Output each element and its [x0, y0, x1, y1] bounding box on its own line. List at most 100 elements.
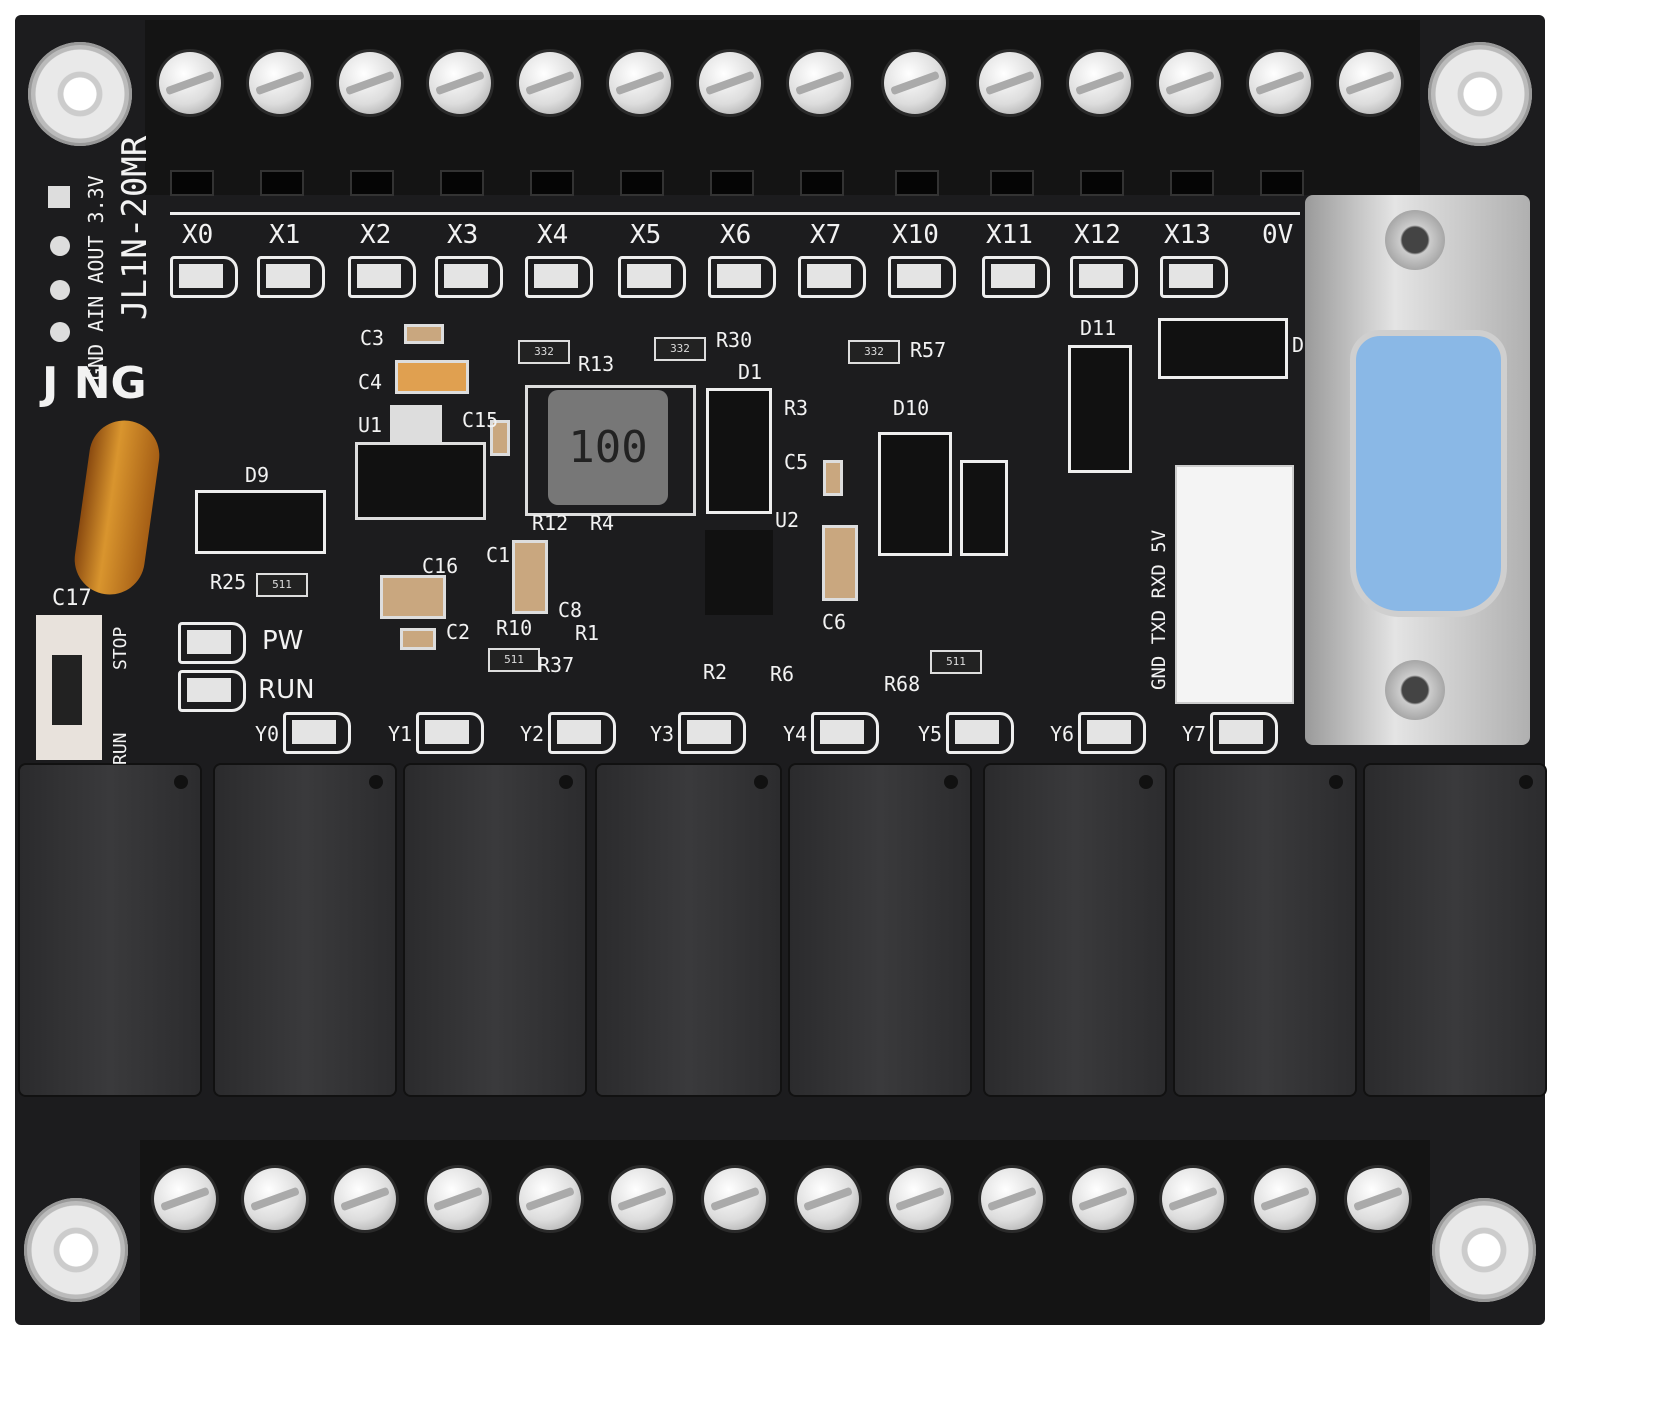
- terminal-slot: [800, 170, 844, 196]
- terminal-slot: [260, 170, 304, 196]
- switch-knob[interactable]: [52, 655, 82, 725]
- input-terminal-block: [145, 20, 1420, 195]
- relay: [790, 765, 970, 1095]
- terminal-screw[interactable]: [154, 1168, 216, 1230]
- db9-screw-bottom: [1385, 660, 1445, 720]
- terminal-screw[interactable]: [249, 52, 311, 114]
- mounting-hole-bottom-left: [24, 1198, 128, 1302]
- terminal-slot: [710, 170, 754, 196]
- input-led: [257, 256, 325, 298]
- terminal-screw[interactable]: [979, 52, 1041, 114]
- relay: [597, 765, 780, 1095]
- terminal-screw[interactable]: [1249, 52, 1311, 114]
- component-label: C2: [446, 620, 471, 644]
- terminal-screw[interactable]: [789, 52, 851, 114]
- terminal-screw[interactable]: [339, 52, 401, 114]
- input-label: X6: [720, 220, 752, 250]
- component-label: C6: [822, 610, 847, 634]
- tantalum-capacitor-c4: [395, 360, 469, 394]
- voltage-regulator: [355, 442, 486, 520]
- input-label: X2: [360, 220, 392, 250]
- component-label: D11: [1080, 316, 1117, 340]
- terminal-slot: [990, 170, 1034, 196]
- terminal-screw[interactable]: [519, 52, 581, 114]
- terminal-screw[interactable]: [797, 1168, 859, 1230]
- inductor-footprint: 100: [525, 385, 696, 516]
- input-label: X1: [269, 220, 301, 250]
- resistor-array-r30: 332: [654, 337, 706, 361]
- terminal-screw[interactable]: [244, 1168, 306, 1230]
- pad-round: [50, 322, 70, 342]
- output-label: Y2: [520, 722, 545, 746]
- terminal-screw[interactable]: [884, 52, 946, 114]
- terminal-screw[interactable]: [1159, 52, 1221, 114]
- input-led: [1070, 256, 1138, 298]
- terminal-slot: [1080, 170, 1124, 196]
- relay: [1175, 765, 1355, 1095]
- switch-run-label: RUN: [110, 732, 131, 765]
- diode-d1: [706, 388, 772, 514]
- component-label: R57: [910, 338, 947, 362]
- output-label: Y0: [255, 722, 280, 746]
- terminal-slot: [895, 170, 939, 196]
- terminal-screw[interactable]: [609, 52, 671, 114]
- capacitor-c6: [822, 525, 858, 601]
- component-label: R37: [538, 653, 575, 677]
- mounting-hole-bottom-right: [1432, 1198, 1536, 1302]
- input-label: X11: [986, 220, 1033, 250]
- input-label: X7: [810, 220, 842, 250]
- terminal-screw[interactable]: [429, 52, 491, 114]
- component-label: R30: [716, 328, 753, 352]
- db9-connector[interactable]: [1305, 195, 1530, 745]
- relay: [405, 765, 585, 1095]
- component-label: C4: [358, 370, 383, 394]
- input-led: [170, 256, 238, 298]
- terminal-screw[interactable]: [334, 1168, 396, 1230]
- input-led: [525, 256, 593, 298]
- run-led-label: RUN: [258, 675, 315, 705]
- input-led: [708, 256, 776, 298]
- input-label: X13: [1164, 220, 1211, 250]
- output-label: Y3: [650, 722, 675, 746]
- diode-d10: [878, 432, 952, 556]
- regulator-tab: [390, 405, 442, 443]
- terminal-screw[interactable]: [427, 1168, 489, 1230]
- input-led: [348, 256, 416, 298]
- terminal-screw[interactable]: [611, 1168, 673, 1230]
- output-led: [946, 712, 1014, 754]
- input-label: X4: [537, 220, 569, 250]
- terminal-screw[interactable]: [1347, 1168, 1409, 1230]
- component-label: D10: [893, 396, 930, 420]
- power-led: [178, 622, 246, 664]
- terminal-slot: [620, 170, 664, 196]
- terminal-screw[interactable]: [1069, 52, 1131, 114]
- run-stop-switch[interactable]: [36, 615, 102, 760]
- serial-header-connector[interactable]: [1175, 465, 1294, 704]
- mounting-hole-top-left: [28, 42, 132, 146]
- terminal-screw[interactable]: [699, 52, 761, 114]
- terminal-screw[interactable]: [519, 1168, 581, 1230]
- terminal-screw[interactable]: [1254, 1168, 1316, 1230]
- output-label: Y6: [1050, 722, 1075, 746]
- pad-round: [50, 280, 70, 300]
- terminal-screw[interactable]: [1162, 1168, 1224, 1230]
- capacitor-c15: [490, 420, 510, 456]
- terminal-screw[interactable]: [1072, 1168, 1134, 1230]
- component-label: C5: [784, 450, 809, 474]
- capacitor-c16: [380, 575, 446, 619]
- terminal-screw[interactable]: [889, 1168, 951, 1230]
- terminal-screw[interactable]: [704, 1168, 766, 1230]
- input-label: X3: [447, 220, 479, 250]
- terminal-screw[interactable]: [981, 1168, 1043, 1230]
- input-led: [618, 256, 686, 298]
- capacitor-c2: [400, 628, 436, 650]
- output-led: [283, 712, 351, 754]
- terminal-screw[interactable]: [1339, 52, 1401, 114]
- component-label: R25: [210, 570, 247, 594]
- component-label: R68: [884, 672, 921, 696]
- terminal-screw[interactable]: [159, 52, 221, 114]
- input-led: [435, 256, 503, 298]
- terminal-slot: [1260, 170, 1304, 196]
- terminal-slot: [440, 170, 484, 196]
